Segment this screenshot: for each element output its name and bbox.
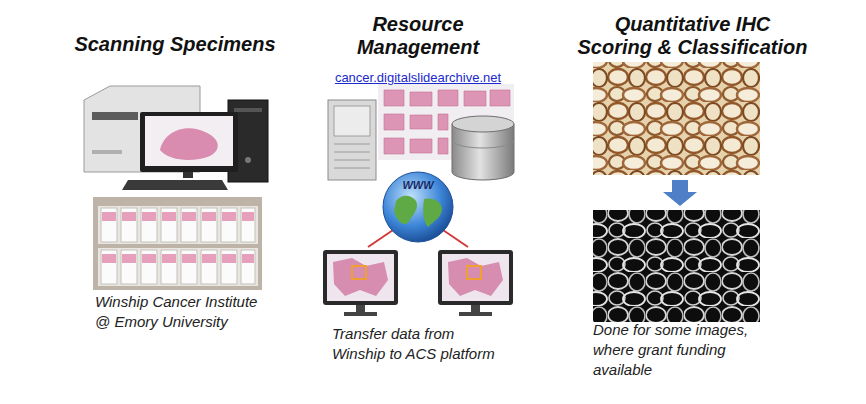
tissue-image [160, 128, 218, 160]
tray-row [98, 206, 258, 244]
monitor-stand [356, 305, 365, 312]
segmented-image [593, 210, 760, 322]
monitor-screen [145, 116, 233, 166]
monitor-frame [323, 250, 398, 305]
monitor-screen [442, 254, 509, 301]
scanner-equipment [84, 86, 268, 190]
tray-row [98, 248, 258, 286]
photo-background [93, 197, 262, 290]
monitor-screen [327, 254, 394, 301]
globe-node: WWW [382, 171, 454, 243]
client-monitor [323, 250, 398, 316]
column-heading: Resource Management [343, 13, 493, 59]
server-cabinet [328, 100, 376, 180]
scanner-detail [92, 150, 122, 154]
server-body [328, 100, 376, 180]
continent [394, 196, 417, 224]
monitor-base [344, 312, 377, 316]
region-box [352, 266, 366, 279]
region-box [467, 266, 481, 279]
server-bays [334, 144, 370, 168]
caption: Done for some images, where grant fundin… [593, 320, 763, 380]
database-ring [452, 140, 514, 148]
glass-slides [101, 208, 255, 284]
scanner-slot [92, 112, 138, 120]
globe-shape [383, 172, 453, 242]
client-monitor [438, 250, 513, 316]
caption: Transfer data from Winship to ACS platfo… [332, 324, 504, 364]
pc-drive [234, 108, 262, 112]
keyboard [122, 180, 228, 190]
node-text: WWW [382, 179, 454, 191]
tissue-image [333, 258, 388, 296]
database-top [452, 116, 514, 132]
process-arrow [663, 180, 697, 206]
tissue-image [448, 258, 503, 296]
web-link: cancer.digitalslidearchive.net [308, 70, 528, 86]
caption: Winship Cancer Institute @ Emory Univers… [95, 292, 263, 332]
column-heading: Quantitative IHC Scoring & Classificatio… [576, 13, 809, 59]
slide-labels [102, 212, 254, 263]
server-door [334, 106, 370, 136]
monitor-stand [471, 305, 480, 312]
slide-tray-photo [93, 197, 262, 290]
continent [423, 198, 442, 227]
pc-button [245, 157, 251, 163]
monitor-frame [438, 250, 513, 305]
monitor-base [459, 312, 492, 316]
column-heading: Scanning Specimens [55, 33, 295, 56]
monitor-stand [183, 172, 193, 178]
ihc-stain-image [593, 62, 760, 175]
monitor-frame [140, 112, 238, 172]
database-cylinder [452, 116, 514, 180]
